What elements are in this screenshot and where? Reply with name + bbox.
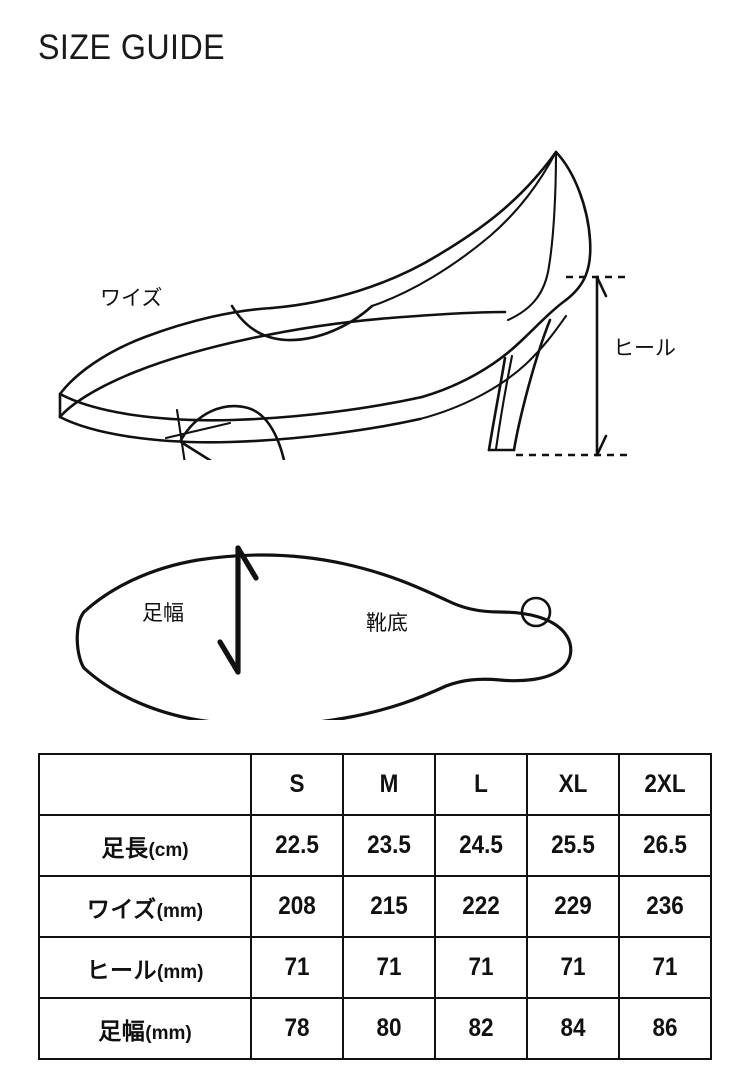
cell-width-m: 215 <box>346 875 432 938</box>
outsole-bottom-curve <box>58 415 422 444</box>
cell-foot-length-l: 24.5 <box>438 814 524 877</box>
shoe-sole-diagram: 足幅 靴底 <box>0 520 751 720</box>
waizu-label: ワイズ <box>100 286 162 310</box>
shoe-upper-topline-base <box>58 310 507 419</box>
row-label-heel: ヒール(mm) <box>38 936 252 999</box>
table-row: ワイズ(mm) 208 215 222 229 236 <box>38 875 711 938</box>
heel-counter-back-curve <box>554 150 592 302</box>
size-header-m: M <box>346 753 432 816</box>
cell-width-2xl: 236 <box>622 875 708 938</box>
size-header-l: L <box>438 753 524 816</box>
shoe-waist-to-heel-line <box>420 298 568 399</box>
size-header-2xl: 2XL <box>622 753 708 816</box>
outsole-waist-lower-line <box>418 314 568 421</box>
table-header-row: S M L XL 2XL <box>38 753 711 816</box>
outsole-outline <box>75 553 573 720</box>
stiletto-heel-front-edge <box>487 356 507 452</box>
stiletto-heel-back-edge <box>512 318 552 452</box>
outsole-top-edge-curve <box>58 392 424 422</box>
cell-heel-m: 71 <box>346 936 432 999</box>
topline-inner-lining <box>370 150 558 308</box>
row-label-heel-unit: (mm) <box>157 961 204 983</box>
cell-heel-l: 71 <box>438 936 524 999</box>
heel-arrow-head-top <box>595 275 608 298</box>
heel-label: ヒール <box>613 336 676 360</box>
cell-foot-width-l: 82 <box>438 997 524 1060</box>
toe-upper-edge <box>58 306 274 396</box>
heel-counter-inner-line <box>506 150 558 322</box>
sole-label: 靴底 <box>366 611 408 635</box>
foot-width-label: 足幅 <box>142 601 184 625</box>
table-corner-cell <box>38 753 252 816</box>
cell-heel-xl: 71 <box>530 936 616 999</box>
cell-foot-length-xl: 25.5 <box>530 814 616 877</box>
size-header-xl: XL <box>530 753 616 816</box>
row-label-foot-width-unit: (mm) <box>145 1022 192 1044</box>
row-label-foot-length-unit: (cm) <box>148 839 189 861</box>
waizu-measure-line <box>179 440 213 460</box>
cell-heel-2xl: 71 <box>622 936 708 999</box>
row-label-foot-width-jp: 足幅 <box>98 1018 146 1045</box>
cell-foot-width-xl: 84 <box>530 997 616 1060</box>
cell-foot-width-m: 80 <box>346 997 432 1060</box>
heel-arrow-head-bottom <box>595 434 608 457</box>
size-table: S M L XL 2XL 足長(cm) 22.5 23.5 24.5 25.5 … <box>38 753 712 1060</box>
heel-peg-circle <box>520 596 552 628</box>
cell-foot-length-s: 22.5 <box>254 814 340 877</box>
row-label-width: ワイズ(mm) <box>38 875 252 938</box>
cell-width-l: 222 <box>438 875 524 938</box>
foot-width-arrow-head-top <box>235 545 259 581</box>
cell-foot-length-m: 23.5 <box>346 814 432 877</box>
row-label-foot-width: 足幅(mm) <box>38 997 252 1060</box>
upper-vamp-to-topline <box>270 150 558 310</box>
row-label-width-unit: (mm) <box>156 900 204 922</box>
row-label-foot-length: 足長(cm) <box>38 814 252 877</box>
waizu-leader-line <box>164 421 232 440</box>
table-row: 足幅(mm) 78 80 82 84 86 <box>38 997 711 1060</box>
row-label-heel-jp: ヒール <box>86 957 158 984</box>
stiletto-heel-front-inner-line <box>494 354 514 451</box>
cell-foot-length-2xl: 26.5 <box>622 814 708 877</box>
shoe-side-view-diagram: ワイズ ヒール <box>0 120 751 460</box>
size-table-container: S M L XL 2XL 足長(cm) 22.5 23.5 24.5 25.5 … <box>38 753 712 1060</box>
cell-foot-width-s: 78 <box>254 997 340 1060</box>
page-title: SIZE GUIDE <box>38 28 226 67</box>
cell-heel-s: 71 <box>254 936 340 999</box>
cell-width-s: 208 <box>254 875 340 938</box>
row-label-foot-length-jp: 足長 <box>101 835 149 862</box>
shoe-topline-opening <box>230 304 374 342</box>
cell-width-xl: 229 <box>530 875 616 938</box>
table-row: ヒール(mm) 71 71 71 71 71 <box>38 936 711 999</box>
size-header-s: S <box>254 753 340 816</box>
table-row: 足長(cm) 22.5 23.5 24.5 25.5 26.5 <box>38 814 711 877</box>
foot-width-arrow-head-bottom <box>217 639 241 675</box>
cell-foot-width-2xl: 86 <box>622 997 708 1060</box>
row-label-width-jp: ワイズ <box>86 896 157 923</box>
waizu-girth-curve <box>179 404 286 460</box>
